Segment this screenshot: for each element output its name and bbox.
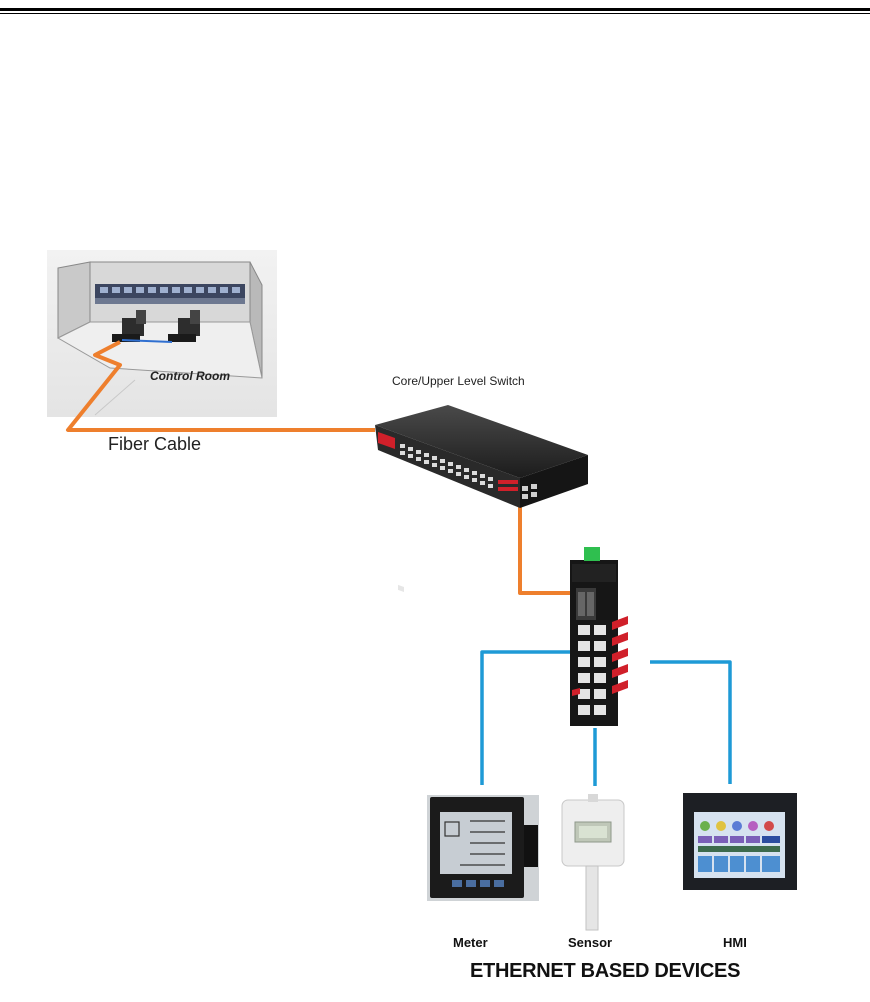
ethernet-links bbox=[480, 650, 732, 786]
meter-label: Meter bbox=[453, 935, 488, 950]
ethernet-link-hmi bbox=[650, 660, 732, 784]
core-switch-label: Core/Upper Level Switch bbox=[392, 374, 525, 388]
header-rule-thick bbox=[0, 8, 870, 11]
sensor-label: Sensor bbox=[568, 935, 613, 950]
devices-caption: ETHERNET BASED DEVICES bbox=[470, 960, 741, 982]
hmi-device bbox=[683, 793, 797, 890]
meter-device bbox=[427, 795, 539, 901]
industrial-switch bbox=[570, 547, 628, 726]
hmi-label: HMI bbox=[723, 935, 747, 950]
switch-uplink-line bbox=[518, 500, 575, 595]
control-room-illustration bbox=[47, 250, 277, 417]
control-room-label: Control Room bbox=[150, 369, 230, 383]
header-rule-thin bbox=[0, 13, 870, 14]
sensor-device bbox=[561, 794, 625, 931]
fiber-cable-line bbox=[66, 340, 375, 432]
fiber-cable-label: Fiber Cable bbox=[108, 434, 202, 454]
ethernet-link-meter bbox=[480, 650, 570, 785]
core-switch bbox=[375, 405, 588, 593]
